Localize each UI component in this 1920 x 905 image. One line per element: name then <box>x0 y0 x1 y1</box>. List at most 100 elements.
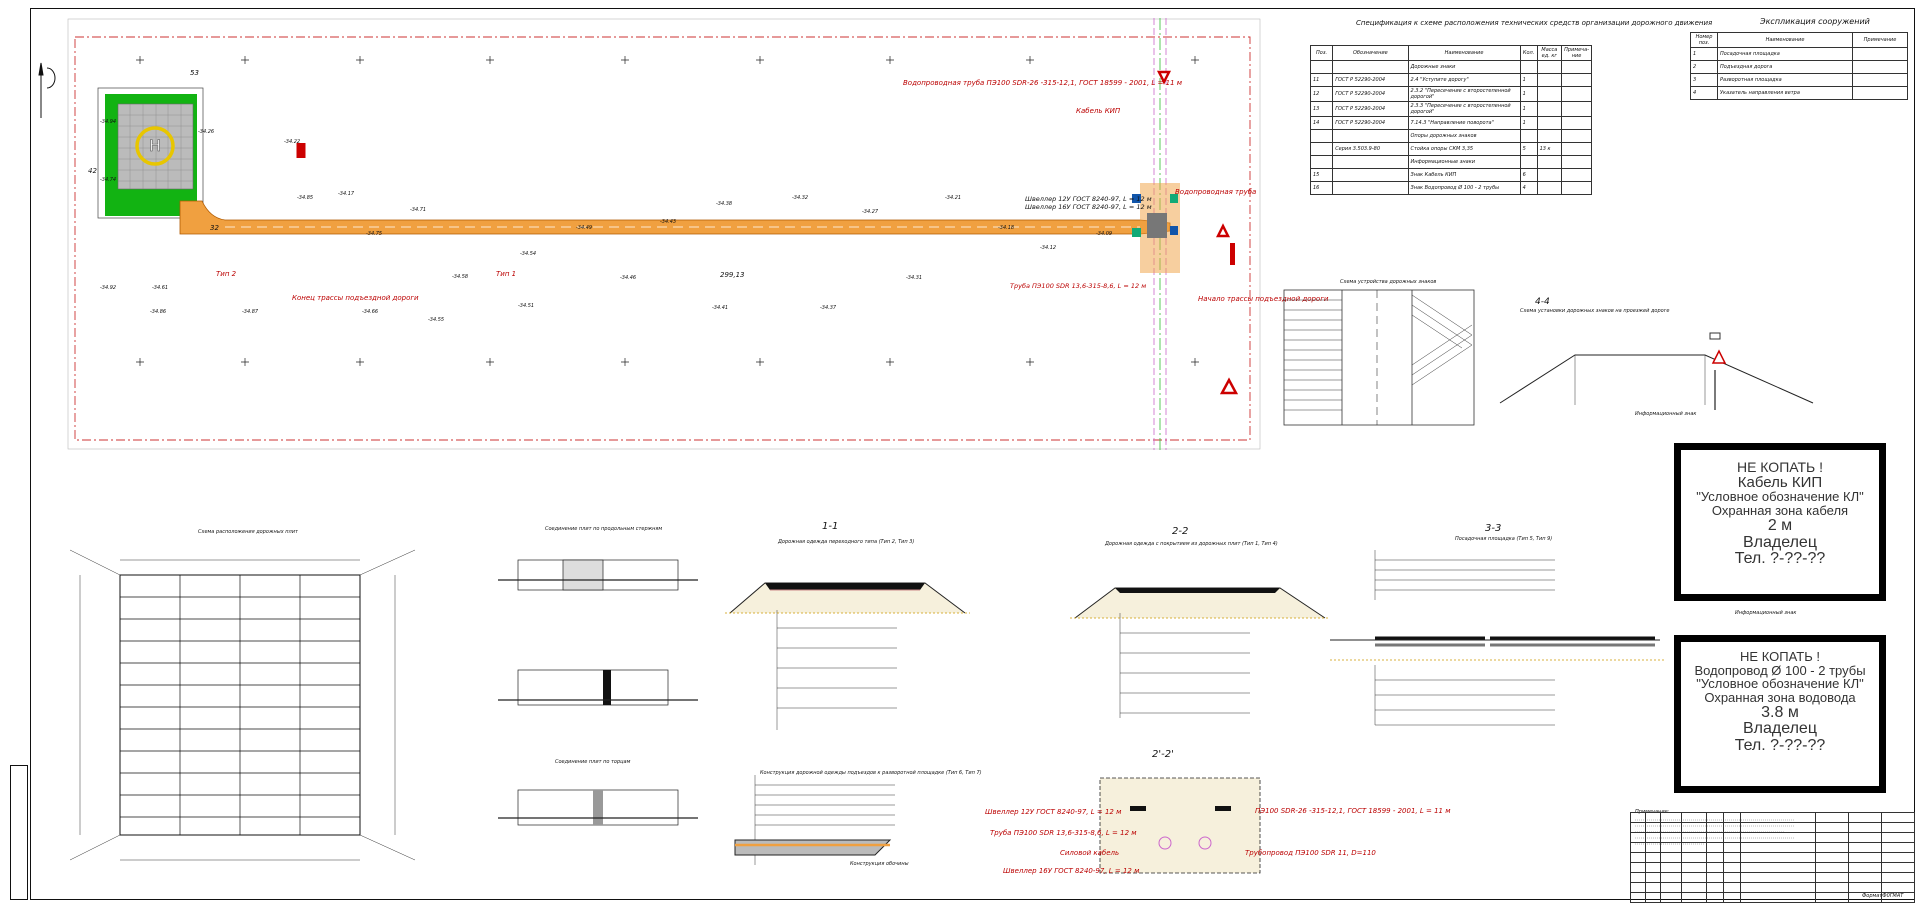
dim-2: 42 <box>88 167 97 175</box>
section-4-4-drawing <box>1499 332 1814 410</box>
label-type1: Тип 1 <box>496 270 517 278</box>
heli-letter: H <box>149 136 161 155</box>
road-sign-1 <box>1156 70 1172 85</box>
info-sign-label-1: Информационный знак <box>1635 411 1697 417</box>
equip-blue-2 <box>1170 226 1178 235</box>
drawing-frame <box>30 8 1915 900</box>
section-1-1-drawing <box>725 582 970 730</box>
section-3-3: 3-3 <box>1485 523 1502 534</box>
elev: -34.27 <box>862 209 879 215</box>
plate-layout <box>69 549 416 861</box>
plate-layout-title: Схема расположения дорожных плит <box>198 529 298 535</box>
junction-box <box>1147 213 1167 238</box>
joint2-title: Соединение плит по торцам <box>555 759 631 765</box>
elev: -34.58 <box>452 274 469 280</box>
site-plan: H <box>38 18 1261 450</box>
cut-title: Конструкция обочины <box>850 861 909 867</box>
spec-h1: Обозначение <box>1332 45 1409 61</box>
elev: -34.41 <box>712 305 729 311</box>
section-2-2: 2-2 <box>1172 526 1189 537</box>
spec-h5: Примеча- ние <box>1561 45 1592 61</box>
s2p-pipe315: ПЭ100 SDR-26 -315-12,1, ГОСТ 18599 - 200… <box>1255 807 1451 815</box>
spec-header-row: Поз. Обозначение Наименование Кол. Масса… <box>1309 45 1592 61</box>
section-3-3-drawing <box>1330 550 1665 726</box>
section-4-4: 4-4 <box>1535 297 1550 307</box>
label-channel16: Швеллер 16У ГОСТ 8240-97, L = 12 м <box>1025 203 1152 211</box>
spec-h4: Масса ед. кг <box>1536 45 1563 61</box>
section-3-3-sub: Посадочная площадка (Тип 5, Тип 9) <box>1455 536 1553 542</box>
label-type2: Тип 2 <box>216 270 237 278</box>
section-2p: 2'-2' <box>1152 749 1174 760</box>
elev: -34.26 <box>198 129 215 135</box>
red-marker <box>1230 243 1235 265</box>
elev: -34.87 <box>242 309 259 315</box>
elev: -34.32 <box>792 195 809 201</box>
elev: -34.94 <box>100 119 117 125</box>
north-arrow <box>38 62 56 118</box>
heli-pad <box>117 103 194 190</box>
constr-drawing <box>734 775 895 865</box>
elev: -34.18 <box>998 225 1015 231</box>
elev: -34.71 <box>410 207 427 213</box>
distance-cable: 2 м <box>1767 516 1793 534</box>
joint-title: Соединение плит по продольным стержням <box>545 526 663 532</box>
label-length: 299,13 <box>720 271 745 279</box>
heli-circle <box>135 126 175 166</box>
s2p-cable: Силовой кабель <box>1060 849 1120 857</box>
elev: -34.61 <box>152 285 169 291</box>
elev: -34.51 <box>518 303 535 309</box>
label-pipe-trub: Труба ПЭ100 SDR 13,6-315-8,6, L = 12 м <box>1010 282 1147 290</box>
section-2-2-drawing <box>1070 587 1328 718</box>
table-row: Опоры дорожных знаков <box>1309 129 1592 143</box>
elev: -34.66 <box>362 309 379 315</box>
joint-details <box>498 559 698 826</box>
label-road-end: Конец трассы подъездной дороги <box>292 294 419 302</box>
elev: -34.37 <box>820 305 837 311</box>
section-1-1: 1-1 <box>822 521 839 532</box>
plan-boundary <box>74 36 1251 441</box>
pad-grid <box>118 104 193 189</box>
pad-outline <box>97 87 204 219</box>
title-stamp <box>1630 812 1915 903</box>
elev: -34.86 <box>150 309 167 315</box>
road-marking-diagram <box>1283 289 1475 426</box>
section-2p-drawing <box>1099 777 1261 874</box>
table-row: Дорожные знаки <box>1309 60 1592 74</box>
elev: -34.55 <box>428 317 445 323</box>
road-sign-2 <box>1215 223 1231 238</box>
elev: -34.74 <box>100 177 117 183</box>
wind-sock <box>296 143 306 158</box>
distance-water: 3.8 м <box>1761 703 1799 721</box>
road-marking-title: Схема устройства дорожных знаков <box>1340 279 1437 285</box>
spec-table: Поз. Обозначение Наименование Кол. Масса… <box>1309 45 1592 195</box>
road-sign-3 <box>1219 377 1239 395</box>
warning-sign-water: НЕ КОПАТЬ ! Водопровод Ø 100 - 2 трубы "… <box>1674 635 1886 793</box>
elev: -34.46 <box>620 275 637 281</box>
elev: -34.54 <box>520 251 537 257</box>
elev: -34.43 <box>660 219 677 225</box>
grid-crosses <box>136 56 1199 366</box>
equip-blue <box>1132 194 1141 203</box>
format-label: ФорматФ0ГМАТ <box>1862 893 1904 899</box>
elev: -34.12 <box>1040 245 1057 251</box>
label-pipe: Водопроводная труба ПЭ100 SDR-26 -315-12… <box>903 79 1183 87</box>
s2p-channel12: Швеллер 12У ГОСТ 8240-97, L = 12 м <box>985 808 1122 816</box>
dim-1: 53 <box>190 69 199 77</box>
explication-title: Экспликация сооружений <box>1760 17 1870 26</box>
elev: -34.31 <box>906 275 923 281</box>
plan-border <box>67 18 1261 450</box>
label-cable: Кабель КИП <box>1076 107 1121 115</box>
elev: -34.85 <box>297 195 314 201</box>
elev: -34.22 <box>284 139 301 145</box>
constr-title: Конструкция дорожной одежды подъездов к … <box>760 770 982 776</box>
elev: -34.38 <box>716 201 733 207</box>
equip-green <box>1132 228 1141 237</box>
elev: -34.92 <box>100 285 117 291</box>
label-channel12: Швеллер 12У ГОСТ 8240-97, L = 12 м <box>1025 195 1152 203</box>
